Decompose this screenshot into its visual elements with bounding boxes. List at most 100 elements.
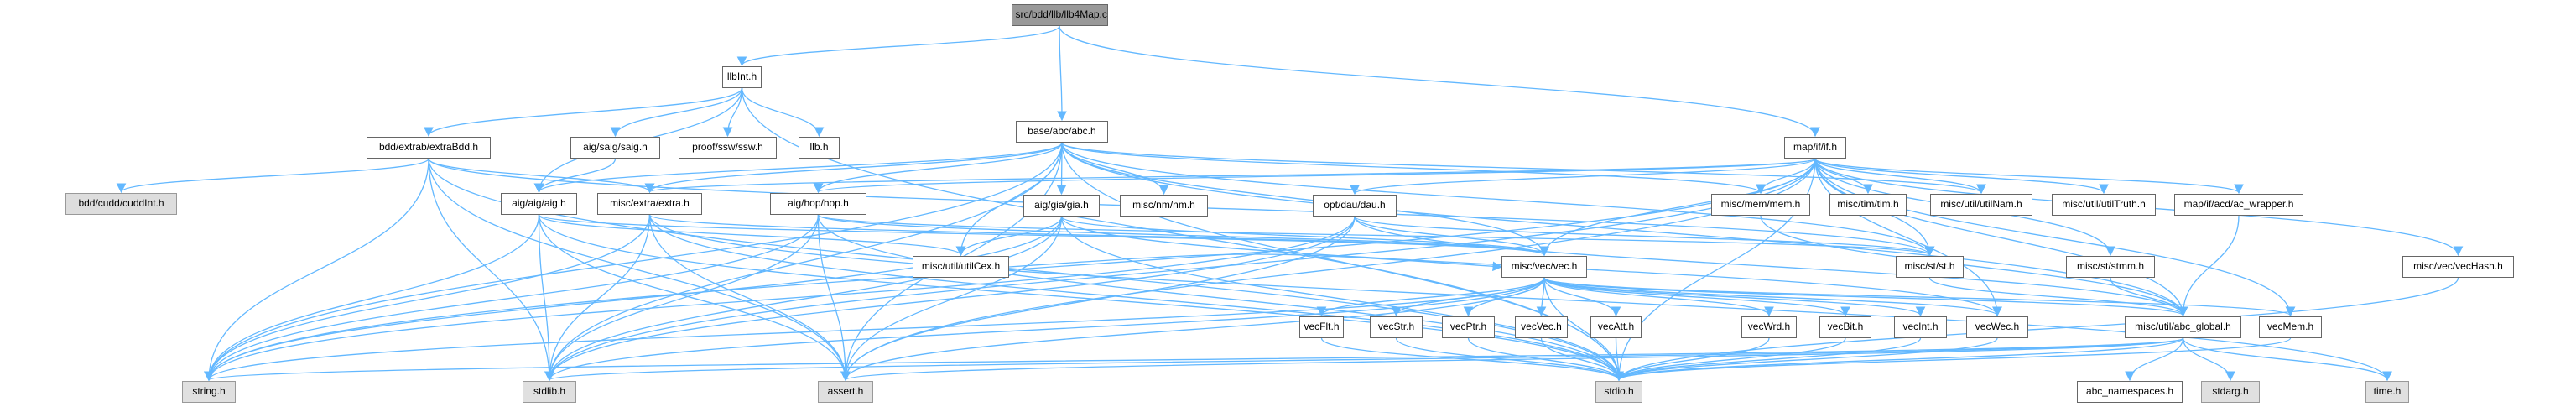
graph-node-stdio[interactable]: stdio.h: [1595, 381, 1642, 403]
graph-node-st[interactable]: misc/st/st.h: [1896, 256, 1964, 278]
graph-node-mem[interactable]: misc/mem/mem.h: [1711, 194, 1810, 216]
edge-hop-to-stdlib: [544, 214, 820, 382]
graph-node-gia[interactable]: aig/gia/gia.h: [1023, 195, 1100, 217]
edge-if-to-utilnam: [1814, 158, 1986, 195]
edge-extra-to-time: [648, 214, 2392, 382]
graph-node-nm[interactable]: misc/nm/nm.h: [1120, 195, 1208, 217]
edge-abc-to-stdio: [1061, 142, 1624, 382]
edge-vec-to-string: [204, 277, 1545, 382]
graph-node-root[interactable]: src/bdd/llb/llb4Map.c: [1011, 4, 1108, 26]
edge-vec-to-vecwec: [1543, 277, 2002, 317]
edge-abcglobal-to-abcns: [2125, 337, 2184, 382]
graph-node-hop[interactable]: aig/hop/hop.h: [770, 193, 866, 215]
graph-node-vecatt[interactable]: vecAtt.h: [1590, 316, 1642, 338]
edge-gia-to-stdio: [1060, 216, 1624, 382]
edge-vecmem-to-stdio: [1614, 337, 2292, 382]
graph-node-extra[interactable]: misc/extra/extra.h: [597, 193, 702, 215]
graph-node-llbint[interactable]: llbInt.h: [722, 66, 762, 88]
graph-node-aig[interactable]: aig/aig/aig.h: [501, 193, 577, 215]
edge-extra-to-vec: [648, 214, 1549, 257]
edge-abcglobal-to-assert: [840, 337, 2184, 382]
graph-node-abcglobal[interactable]: misc/util/abc_global.h: [2125, 316, 2241, 338]
graph-node-utilnam[interactable]: misc/util/utilNam.h: [1930, 194, 2032, 216]
edge-abc-to-abcglobal: [1061, 142, 2188, 317]
graph-node-stmm[interactable]: misc/st/stmm.h: [2066, 256, 2155, 278]
edge-vecwec-to-stdio: [1614, 337, 1998, 382]
edge-vecint-to-stdio: [1614, 337, 1922, 382]
graph-node-if[interactable]: map/if/if.h: [1784, 137, 1846, 159]
edge-aig-to-assert: [538, 214, 851, 382]
edge-if-to-mem: [1756, 158, 1816, 195]
edge-gia-to-utilcex: [955, 216, 1063, 257]
edge-if-to-utiltruth: [1814, 158, 2109, 195]
edge-abc-to-vec: [1061, 142, 1549, 257]
graph-node-dau[interactable]: opt/dau/dau.h: [1313, 195, 1397, 217]
graph-node-vecvec[interactable]: vecVec.h: [1515, 316, 1568, 338]
edge-llbint-to-saig: [610, 87, 743, 138]
edge-extrabdd-to-string: [204, 158, 429, 382]
edge-utilcex-to-vec: [1008, 253, 1503, 272]
edge-gia-to-stdlib: [544, 216, 1063, 382]
graph-node-vecflt[interactable]: vecFlt.h: [1299, 316, 1344, 338]
edge-vec-to-vecbit: [1543, 277, 1850, 317]
edge-dau-to-string: [204, 216, 1356, 382]
graph-node-assert[interactable]: assert.h: [818, 381, 873, 403]
graph-node-stdarg[interactable]: stdarg.h: [2201, 381, 2260, 403]
edge-if-to-hop: [814, 158, 1816, 194]
edge-mem-to-abcglobal: [1760, 215, 2188, 317]
graph-node-vecwec[interactable]: vecWec.h: [1966, 316, 2028, 338]
graph-node-acw[interactable]: map/if/acd/ac_wrapper.h: [2174, 194, 2303, 216]
edge-abcglobal-to-string: [205, 337, 2184, 382]
edge-dau-to-vec: [1354, 216, 1549, 257]
edge-gia-to-string: [204, 216, 1063, 382]
edge-extrabdd-to-cuddint: [116, 158, 429, 194]
graph-node-llb[interactable]: llb.h: [799, 137, 840, 159]
edge-abcglobal-to-stdlib: [545, 337, 2184, 382]
graph-node-utiltruth[interactable]: misc/util/utilTruth.h: [2052, 194, 2156, 216]
edge-stmm-to-abcglobal: [2110, 277, 2188, 317]
edge-vecflt-to-stdio: [1320, 337, 1624, 382]
graph-node-vec[interactable]: misc/vec/vec.h: [1501, 256, 1587, 278]
graph-node-vecbit[interactable]: vecBit.h: [1819, 316, 1871, 338]
edge-acw-to-abcglobal: [2178, 215, 2240, 317]
edge-root-to-llbint: [736, 25, 1060, 67]
graph-node-tim[interactable]: misc/tim/tim.h: [1829, 194, 1907, 216]
edge-abc-to-st: [1061, 142, 1935, 257]
edge-vec-to-vecwrd: [1543, 277, 1774, 317]
graph-node-string[interactable]: string.h: [182, 381, 236, 403]
graph-node-abc[interactable]: base/abc/abc.h: [1016, 121, 1108, 143]
graph-node-vecstr[interactable]: vecStr.h: [1370, 316, 1423, 338]
edge-dau-to-stdlib: [544, 216, 1356, 382]
edge-llbint-to-extrabdd: [424, 87, 743, 138]
graph-node-vecmem[interactable]: vecMem.h: [2259, 316, 2322, 338]
edge-extra-to-string: [204, 214, 651, 382]
edge-vec-to-vecatt: [1543, 277, 1621, 317]
edge-root-to-if: [1059, 25, 1820, 138]
edge-extra-to-stdlib: [544, 214, 651, 382]
edge-extra-to-stdio: [648, 214, 1624, 382]
graph-node-extrabdd[interactable]: bdd/extrab/extraBdd.h: [367, 137, 491, 159]
graph-node-vecint[interactable]: vecInt.h: [1894, 316, 1947, 338]
graph-node-cuddint[interactable]: bdd/cudd/cuddInt.h: [65, 193, 177, 215]
edge-if-to-dau: [1350, 158, 1816, 196]
edge-vec-to-vecmem: [1543, 277, 2295, 317]
edge-if-to-vecwec: [1814, 158, 2002, 317]
graph-node-stdlib[interactable]: stdlib.h: [523, 381, 576, 403]
edge-abcglobal-to-time: [2182, 337, 2392, 382]
graph-node-utilcex[interactable]: misc/util/utilCex.h: [913, 256, 1009, 278]
graph-node-time[interactable]: time.h: [2365, 381, 2409, 403]
edge-gia-to-vec: [1060, 216, 1549, 257]
edge-abcglobal-to-stdio: [1614, 337, 2184, 382]
edge-aig-to-string: [204, 214, 540, 382]
edge-vecwrd-to-stdio: [1614, 337, 1770, 382]
graph-node-ssw[interactable]: proof/ssw/ssw.h: [679, 137, 777, 159]
graph-node-abcns[interactable]: abc_namespaces.h: [2077, 381, 2183, 403]
graph-node-vecwrd[interactable]: vecWrd.h: [1741, 316, 1797, 338]
edge-aig-to-utilcex: [538, 214, 966, 257]
graph-node-vecptr[interactable]: vecPtr.h: [1442, 316, 1495, 338]
graph-node-vechash[interactable]: misc/vec/vecHash.h: [2402, 256, 2514, 278]
graph-node-saig[interactable]: aig/saig/saig.h: [570, 137, 660, 159]
edge-hop-to-st: [817, 214, 1934, 257]
